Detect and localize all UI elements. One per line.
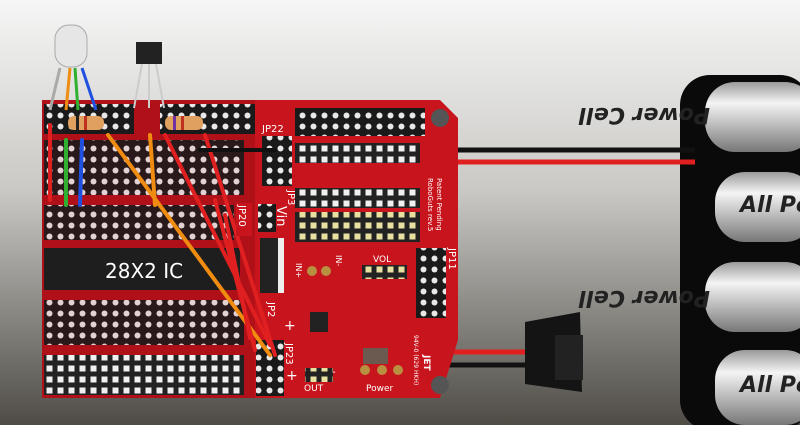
label-out: OUT bbox=[304, 384, 324, 394]
label-plus: + bbox=[284, 318, 296, 334]
label-minus: - bbox=[332, 367, 336, 378]
jumper-wires bbox=[48, 123, 277, 357]
battery-pack: Power Cell All Power Power Cell All Powe… bbox=[578, 75, 800, 425]
label-vol: VOL bbox=[373, 255, 391, 265]
label-plus: + bbox=[286, 368, 298, 384]
battery-label: All Power bbox=[738, 193, 800, 218]
header-jp20 bbox=[258, 204, 276, 232]
amp-chip bbox=[310, 312, 328, 332]
header-jp11 bbox=[416, 248, 446, 318]
board-name: RoboGuts rev.5 bbox=[426, 178, 434, 231]
battery-cell: All Power bbox=[715, 350, 800, 425]
out-header bbox=[305, 368, 333, 382]
fab-code: 94V-0 (629 HKH) bbox=[412, 335, 419, 385]
battery-label: Power Cell bbox=[578, 285, 710, 310]
temperature-sensor bbox=[133, 42, 165, 109]
header-gold bbox=[295, 212, 420, 242]
socket-row bbox=[295, 143, 420, 163]
jp20-label-group: JP20 bbox=[236, 203, 252, 236]
label-jp20: JP20 bbox=[236, 204, 247, 227]
battery-wires bbox=[440, 147, 695, 368]
label-jp22: JP22 bbox=[261, 124, 284, 135]
capacitor bbox=[363, 348, 388, 364]
rgb-led bbox=[48, 24, 98, 111]
patent-label: Patent Pending bbox=[435, 178, 443, 231]
label-jp11: JP11 bbox=[446, 247, 457, 270]
ic-label: 28X2 IC bbox=[105, 259, 183, 283]
resistor bbox=[68, 116, 104, 130]
battery-label: Power Cell bbox=[578, 102, 710, 127]
battery-cell: Power Cell bbox=[578, 262, 800, 332]
resistor bbox=[165, 116, 203, 130]
brand-logo: JET bbox=[421, 354, 431, 371]
vol-header bbox=[362, 265, 407, 279]
header-jp23 bbox=[256, 340, 284, 396]
battery-label: All Power bbox=[738, 373, 800, 398]
header-jp22 bbox=[262, 136, 292, 186]
label-jp3: JP3 bbox=[285, 189, 296, 205]
label-jp23: JP23 bbox=[283, 342, 294, 365]
power-switch[interactable] bbox=[525, 312, 583, 392]
header-top bbox=[295, 108, 425, 136]
shield-board: JP22 JP3 Vin JP2 JP23 JP11 IN+ IN- VOL O… bbox=[255, 100, 458, 398]
label-vin: Vin bbox=[273, 206, 288, 226]
battery-cell: All Power bbox=[715, 172, 800, 242]
socket-row bbox=[295, 188, 420, 208]
label-in-minus: IN- bbox=[334, 255, 343, 266]
battery-cell: Power Cell bbox=[578, 82, 800, 152]
voltage-regulator bbox=[260, 238, 282, 293]
label-in-plus: IN+ bbox=[294, 263, 303, 278]
label-jp2: JP2 bbox=[265, 301, 276, 317]
label-power: Power bbox=[366, 384, 394, 394]
